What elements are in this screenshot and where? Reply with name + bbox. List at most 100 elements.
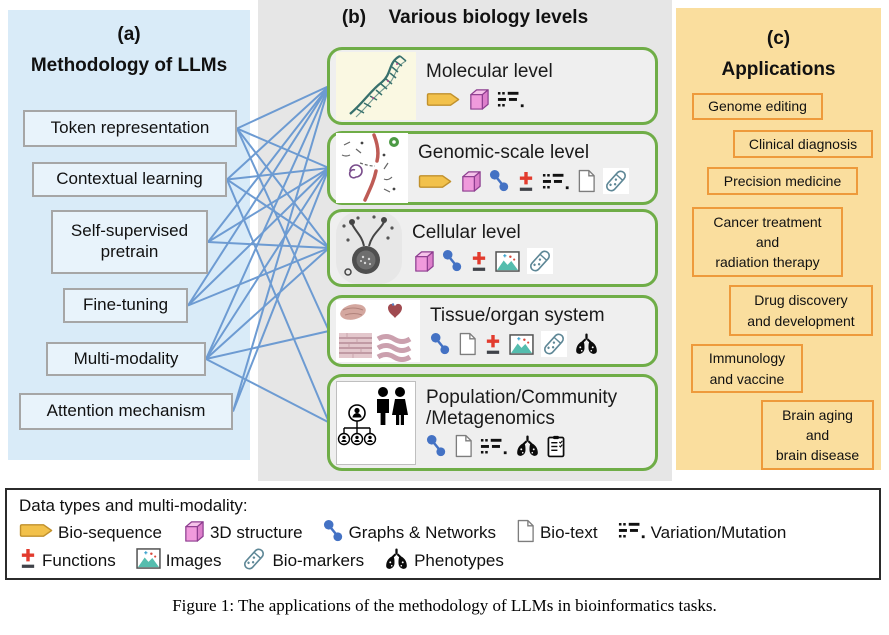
bio-sequence-icon [19,522,53,544]
bio-text-icon [454,434,473,458]
legend-title: Data types and multi-modality: [19,496,248,515]
legend-row: Functions Images Bio-markers Phenotypes [19,545,867,577]
data-type-icons [412,248,553,275]
legend-label: Functions [42,551,116,570]
panel-c-tag: (c) [766,28,791,49]
app-box-drug-discovery: Drug discovery and development [729,285,873,336]
3d-structure-icon [467,87,490,111]
method-box-self-supervised-pretrain: Self-supervised pretrain [51,210,208,274]
legend-label: Phenotypes [414,551,504,570]
method-box-attention-mechanism: Attention mechanism [19,393,233,430]
graphs-networks-icon [442,249,463,273]
functions-icon [19,547,37,575]
app-box-immunology: Immunology and vaccine [691,344,803,393]
app-box-brain-aging: Brain aging and brain disease [761,400,874,470]
functions-icon [517,170,535,193]
legend-item-phenotypes: Phenotypes [384,547,504,575]
data-type-icons [418,168,629,195]
images-icon [509,333,534,355]
legend-item-images: Images [135,548,222,574]
legend-label: 3D structure [209,523,303,542]
data-type-icons [426,434,617,458]
legend-item-bio-markers: Bio-markers [241,545,365,577]
3d-structure-icon [412,249,435,273]
bio-sequence-icon [418,173,452,190]
tissue-thumb [336,300,420,362]
phenotypes-icon [574,333,599,355]
legend-item-3d-structure: 3D structure [182,519,303,548]
clipboard-checklist-icon [547,435,565,458]
panel-applications [676,8,881,470]
bio-title: Cellular level [412,221,521,243]
variation-mutation-icon [542,173,570,190]
app-box-precision-medicine: Precision medicine [707,167,858,195]
legend-label: Variation/Mutation [650,523,787,542]
bio-box-genomic-scale-level: Genomic-scale level [327,131,658,205]
panel-a-title: Methodology of LLMs [30,55,228,76]
bio-title: Tissue/organ system [430,304,605,326]
legend-item-bio-text: Bio-text [516,519,598,548]
panel-c-title: Applications [721,59,836,80]
images-icon [135,548,161,574]
variation-mutation-icon [480,438,508,455]
variation-mutation-icon [618,522,646,544]
method-box-multi-modality: Multi-modality [46,342,206,376]
3d-structure-icon [459,169,482,193]
bio-box-population-community: Population/Community /Metagenomics [327,374,658,471]
legend-item-graphs-networks: Graphs & Networks [323,519,496,548]
legend-label: Graphs & Networks [348,523,496,542]
molecular-thumb [336,52,416,120]
bio-box-molecular-level: Molecular level [327,47,658,125]
bio-text-icon [577,169,596,193]
legend-rows: Bio-sequence 3D structure Graphs & Network… [19,519,867,575]
bio-markers-icon [603,168,629,195]
graphs-networks-icon [489,169,510,193]
figure-caption: Figure 1: The applications of the method… [172,596,717,615]
genomic-thumb [336,133,408,203]
legend-box: Data types and multi-modality: Bio-seque… [5,488,881,580]
panel-a-header: (a) Methodology of LLMs [8,24,250,77]
data-type-icons [426,87,553,111]
graphs-networks-icon [430,332,451,356]
population-thumb [336,380,416,465]
images-icon [495,250,520,272]
legend-label: Bio-text [539,523,598,542]
variation-mutation-icon [497,91,525,108]
panel-a-tag: (a) [117,24,141,45]
app-box-clinical-diagnosis: Clinical diagnosis [733,130,873,158]
bio-text-icon [516,519,535,548]
panel-b-title: Various biology levels [388,7,589,28]
bio-text-icon [458,332,477,356]
panel-b-tag: (b) [341,7,367,28]
app-box-cancer-treatment: Cancer treatment and radiation therapy [692,207,843,277]
legend-label: Bio-sequence [58,523,162,542]
bio-title: Genomic-scale level [418,141,590,163]
panel-b-header: (b) Various biology levels [258,7,672,29]
phenotypes-icon [515,435,540,457]
bio-title: Molecular level [426,60,553,82]
bio-markers-icon [541,331,567,358]
graphs-networks-icon [323,519,344,548]
method-box-token-representation: Token representation [23,110,237,147]
legend-item-variation-mutation: Variation/Mutation [618,522,787,544]
legend-label: Bio-markers [272,551,365,570]
data-type-icons [430,331,605,358]
legend-item-functions: Functions [19,547,116,575]
bio-markers-icon [527,248,553,275]
legend-label: Images [165,551,222,570]
cellular-thumb [336,212,402,284]
legend-row: Bio-sequence 3D structure Graphs & Network… [19,519,867,547]
app-box-genome-editing: Genome editing [692,93,823,120]
bio-sequence-icon [426,91,460,108]
panel-c-header: (c) Applications [676,28,881,81]
functions-icon [484,333,502,356]
functions-icon [470,250,488,273]
phenotypes-icon [384,547,409,575]
graphs-networks-icon [426,434,447,458]
bio-markers-icon [241,545,268,577]
bio-title: Population/Community /Metagenomics [426,386,618,429]
bio-box-tissue-organ-system: Tissue/organ system [327,295,658,367]
method-box-fine-tuning: Fine-tuning [63,288,188,323]
method-box-contextual-learning: Contextual learning [32,162,227,197]
